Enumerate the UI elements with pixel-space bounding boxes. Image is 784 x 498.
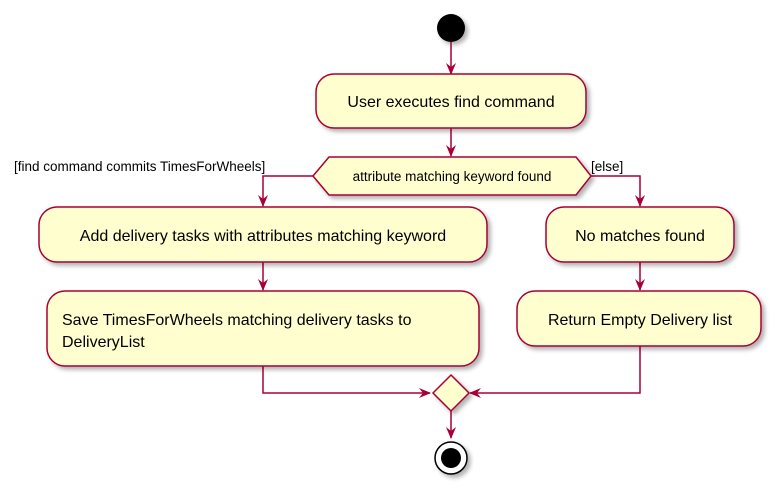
decision-label: attribute matching keyword found: [353, 169, 552, 184]
edge-decision-to-add: [258, 175, 313, 207]
action-return-empty: Return Empty Delivery list: [516, 290, 762, 347]
action-no-matches: No matches found: [545, 206, 735, 263]
guard-right-label: [else]: [591, 159, 623, 174]
edge-decision-to-nomatch: [591, 175, 645, 207]
action-save-label-line1: Save TimesForWheels matching delivery ta…: [62, 312, 412, 329]
start-node: [437, 14, 465, 42]
merge-node: [431, 373, 471, 413]
action-add-tasks-label: Add delivery tasks with attributes match…: [80, 228, 446, 245]
action-add-tasks: Add delivery tasks with attributes match…: [38, 206, 488, 263]
end-node: [434, 441, 468, 475]
edge-return-to-merge: [469, 346, 641, 398]
guard-left-label: [find command commits TimesForWheels]: [14, 159, 265, 174]
action-user-executes-label: User executes find command: [347, 94, 554, 111]
action-return-empty-label: Return Empty Delivery list: [548, 312, 733, 329]
action-no-matches-label: No matches found: [575, 228, 705, 245]
decision-node: attribute matching keyword found: [312, 156, 592, 196]
action-save: Save TimesForWheels matching delivery ta…: [46, 290, 480, 367]
action-user-executes: User executes find command: [315, 73, 587, 129]
action-save-label-line2: DeliveryList: [62, 334, 145, 351]
edge-save-to-merge: [262, 366, 431, 398]
